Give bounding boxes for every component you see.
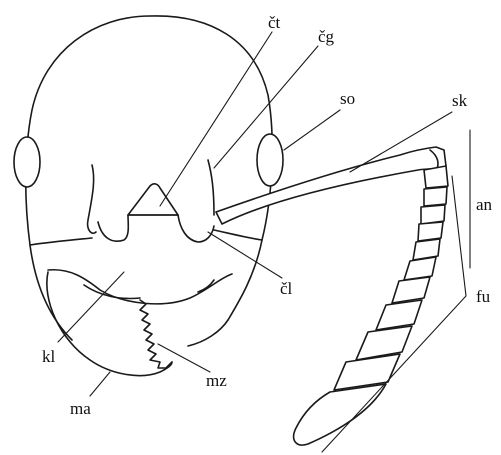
frontal-carina-right (208, 160, 214, 215)
label-cl: čl (280, 279, 293, 298)
label-sk: sk (452, 91, 468, 110)
label-so: so (340, 89, 355, 108)
label-ma: ma (70, 399, 91, 418)
left-eye (14, 137, 40, 187)
frontal-carina-left (88, 165, 96, 233)
antenna-scape (216, 147, 446, 224)
label-mz: mz (206, 371, 227, 390)
mandible-right-lower (188, 320, 228, 346)
frontal-triangle (128, 184, 178, 215)
clypeus (30, 230, 262, 245)
head-capsule (150, 16, 272, 320)
label-kl: kl (42, 347, 56, 366)
antenna-funiculus (294, 166, 448, 445)
leader-so (284, 110, 340, 150)
leader-cl (208, 232, 282, 278)
mandible-teeth (140, 300, 172, 368)
right-eye (257, 134, 283, 186)
label-fu: fu (476, 287, 491, 306)
antenna-club (294, 384, 386, 445)
head-capsule-left (26, 16, 150, 340)
label-an: an (476, 195, 493, 214)
label-ct: čt (268, 13, 281, 32)
frontal-lobes (98, 215, 214, 242)
label-cg: čg (318, 27, 335, 46)
leader-ma (90, 372, 110, 396)
